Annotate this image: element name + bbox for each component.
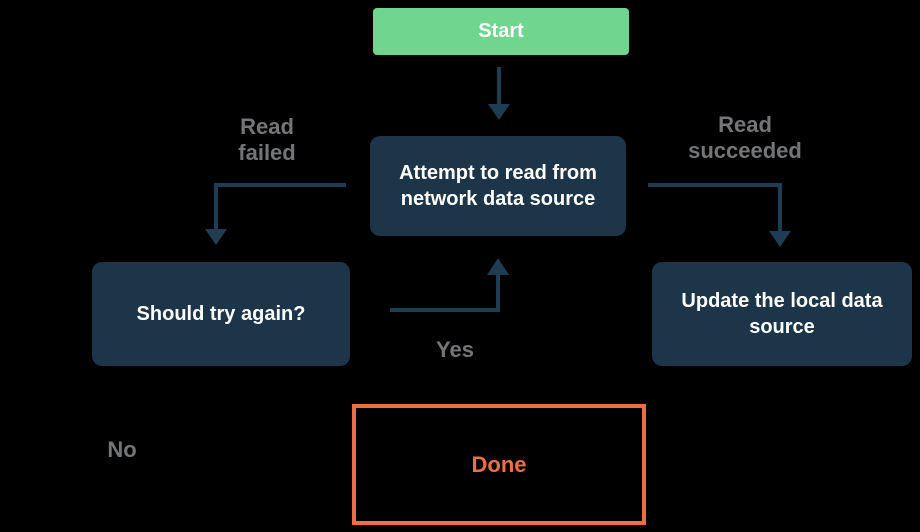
edge-label-read-failed: Read failed (238, 114, 296, 166)
edge-label-yes: Yes (436, 337, 474, 362)
arrow-retry-to-attempt-yes (390, 258, 509, 312)
flow-node-done-label: Done (471, 451, 527, 477)
arrow-attempt-to-retry (205, 183, 346, 245)
flow-node-attempt-read: Attempt to read from network data source (370, 136, 626, 236)
flow-node-attempt-read-label: Attempt to read from network data source (399, 162, 597, 210)
flow-node-should-try-again-label: Should try again? (136, 302, 306, 325)
flow-node-should-try-again: Should try again? (92, 262, 350, 366)
flow-node-done: Done (352, 404, 646, 525)
flow-node-update-local-data-label: Update the local data source (681, 290, 883, 338)
edge-label-read-succeeded: Read succeeded (688, 112, 802, 164)
edge-label-no: No (107, 437, 137, 462)
arrow-start-to-attempt (488, 67, 510, 120)
flow-node-update-local-data: Update the local data source (652, 262, 912, 366)
flow-node-start: Start (373, 8, 629, 55)
flow-node-start-label: Start (478, 20, 524, 42)
arrow-attempt-to-update (648, 183, 791, 247)
